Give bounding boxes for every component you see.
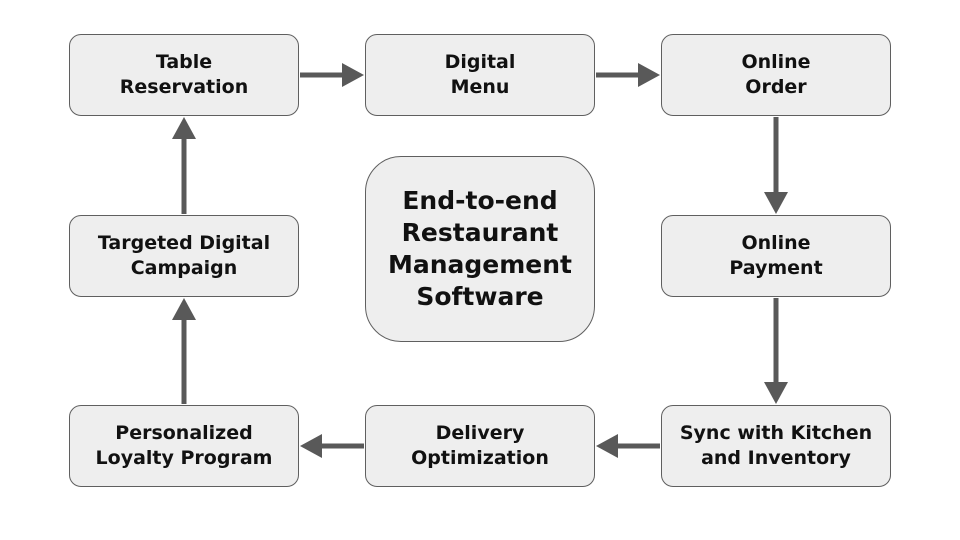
arrow-delivery-optimization-to-personalized-loyalty <box>300 434 364 458</box>
arrow-online-payment-to-sync-kitchen-inventory <box>764 298 788 404</box>
arrow-online-order-to-online-payment <box>764 117 788 214</box>
node-delivery-optimization: Delivery Optimization <box>365 405 595 487</box>
arrow-table-reservation-to-digital-menu <box>300 63 364 87</box>
node-sync-kitchen-inventory: Sync with Kitchen and Inventory <box>661 405 891 487</box>
node-label-line: Menu <box>450 76 510 98</box>
arrow-digital-menu-to-online-order <box>596 63 660 87</box>
node-label-line: Digital <box>444 51 516 73</box>
node-label-line: Payment <box>729 257 823 279</box>
arrow-head <box>764 192 788 214</box>
node-online-order: Online Order <box>661 34 891 116</box>
node-label-line: Online <box>741 51 811 73</box>
arrow-head <box>764 382 788 404</box>
node-table-reservation: Table Reservation <box>69 34 299 116</box>
center-title-node: End-to-end Restaurant Management Softwar… <box>365 156 595 342</box>
center-title-line: Management <box>387 250 573 279</box>
arrow-head <box>172 117 196 139</box>
arrow-head <box>638 63 660 87</box>
node-label-line: Delivery <box>435 422 525 444</box>
arrow-personalized-loyalty-to-targeted-campaign <box>172 298 196 404</box>
node-label-line: Targeted Digital <box>97 232 271 254</box>
node-online-payment: Online Payment <box>661 215 891 297</box>
node-digital-menu: Digital Menu <box>365 34 595 116</box>
node-personalized-loyalty: Personalized Loyalty Program <box>69 405 299 487</box>
center-title-line: Restaurant <box>401 218 559 247</box>
node-label-line: Online <box>741 232 811 254</box>
node-label-line: Order <box>745 76 807 98</box>
node-label-line: Personalized <box>115 422 253 444</box>
node-label-line: Sync with Kitchen <box>679 422 873 444</box>
node-label-line: Campaign <box>130 257 238 279</box>
arrow-sync-kitchen-inventory-to-delivery-optimization <box>596 434 660 458</box>
arrow-head <box>172 298 196 320</box>
node-label-line: Reservation <box>119 76 249 98</box>
arrow-targeted-campaign-to-table-reservation <box>172 117 196 214</box>
node-label-line: Optimization <box>411 447 549 469</box>
node-label-line: and Inventory <box>701 447 851 469</box>
node-label-line: Table <box>155 51 213 73</box>
center-title-line: End-to-end <box>402 186 558 215</box>
arrow-head <box>596 434 618 458</box>
node-targeted-campaign: Targeted Digital Campaign <box>69 215 299 297</box>
node-label-line: Loyalty Program <box>95 447 273 469</box>
arrow-head <box>300 434 322 458</box>
arrow-head <box>342 63 364 87</box>
center-title-line: Software <box>416 282 544 311</box>
